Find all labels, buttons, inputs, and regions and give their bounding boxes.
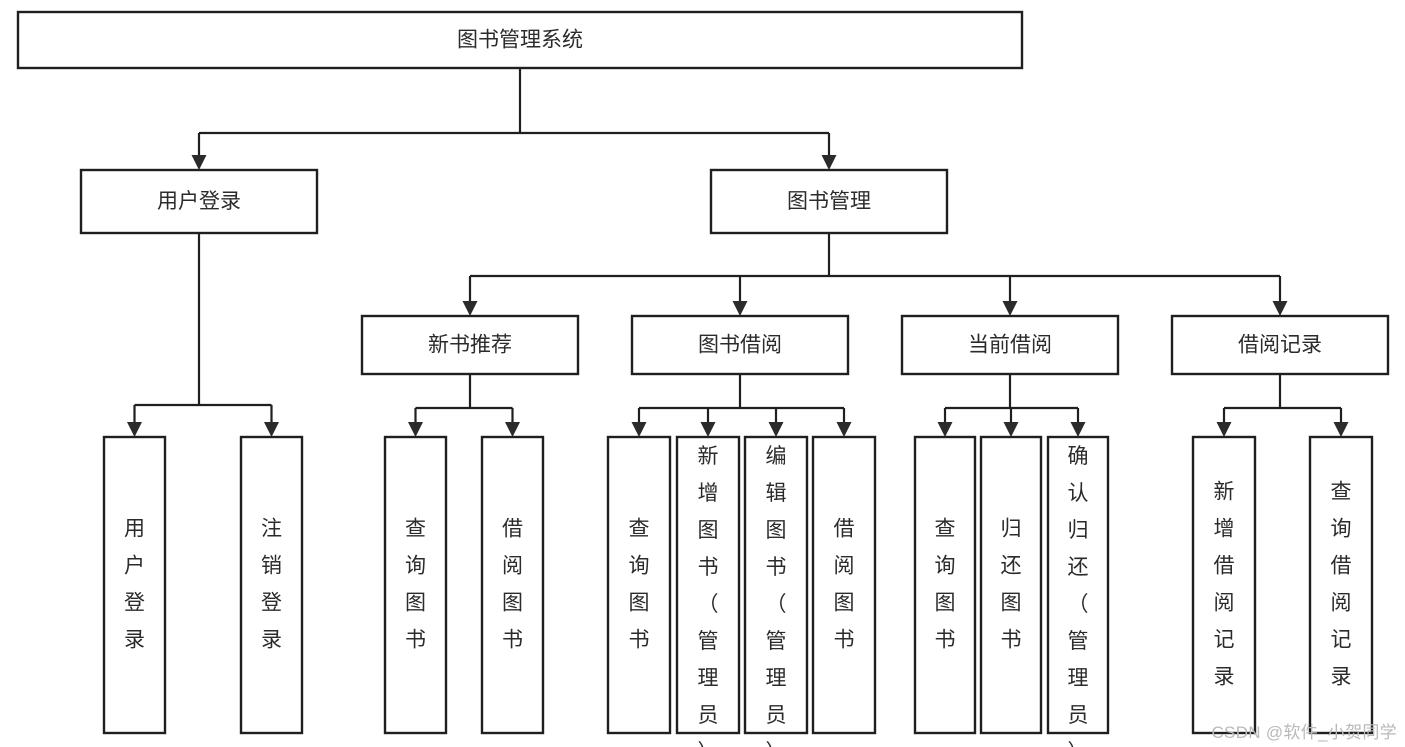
node-leaf-borrow_record-1-text: 查询借阅记录	[1331, 480, 1352, 688]
node-leaf-borrow_record-0[interactable]: 新增借阅记录	[1191, 435, 1257, 735]
connector-layer	[127, 68, 1349, 437]
node-level2-book_borrow[interactable]: 图书借阅	[630, 314, 850, 376]
node-leaf-book_borrow-3-text: 借阅图书	[834, 517, 855, 651]
node-leaf-current_borrow-0-text: 查询图书	[935, 517, 956, 651]
arrow-level2-0	[462, 301, 478, 316]
node-level2-new_book_recommend-outline	[360, 314, 580, 376]
arrow-book_borrow-1	[700, 422, 716, 437]
node-leaf-current_borrow-2-text: 确认归还（管理员）	[1068, 445, 1089, 747]
node-level2-borrow_record-text: 借阅记录	[1238, 334, 1322, 357]
node-leaf-book_borrow-3-outline	[811, 435, 877, 735]
node-leaf-book_borrow-3[interactable]: 借阅图书	[811, 435, 877, 735]
node-leaf-new_book_recommend-1-text: 借阅图书	[502, 517, 523, 651]
node-leaf-new_book_recommend-1[interactable]: 借阅图书	[480, 435, 545, 735]
node-leaf-user_login-0-outline	[102, 435, 167, 735]
arrow-level1-1	[821, 155, 837, 170]
arrow-book_borrow-0	[631, 422, 647, 437]
arrow-level2-2	[1002, 301, 1018, 316]
node-level2-new_book_recommend-text: 新书推荐	[428, 334, 512, 357]
node-leaf-new_book_recommend-0-text: 查询图书	[405, 517, 426, 651]
node-leaf-current_borrow-1[interactable]: 归还图书	[979, 435, 1043, 735]
node-root-text: 图书管理系统	[457, 29, 583, 52]
arrow-current_borrow-2	[1070, 422, 1086, 437]
node-leaf-book_borrow-1-outline	[675, 435, 741, 735]
node-level1-book_manage-text: 图书管理	[787, 190, 871, 213]
node-root-outline	[16, 10, 1024, 70]
node-leaf-book_borrow-2-text: 编辑图书（管理员）	[766, 445, 787, 747]
node-leaf-book_borrow-0-text: 查询图书	[629, 517, 650, 651]
node-leaf-current_borrow-2-outline	[1046, 435, 1110, 735]
node-leaf-book_borrow-0-outline	[606, 435, 672, 735]
node-leaf-current_borrow-0[interactable]: 查询图书	[913, 435, 977, 735]
arrow-user_login-1	[264, 422, 279, 437]
arrow-borrow_record-1	[1333, 422, 1349, 437]
node-level2-book_borrow-outline	[630, 314, 850, 376]
node-leaf-new_book_recommend-0-outline	[383, 435, 448, 735]
node-root[interactable]: 图书管理系统	[16, 10, 1024, 70]
node-leaf-user_login-1[interactable]: 注销登录	[239, 435, 304, 735]
node-leaf-book_borrow-1[interactable]: 新增图书（管理员）	[675, 435, 741, 747]
node-level1-user_login[interactable]: 用户登录	[79, 168, 319, 235]
node-level2-borrow_record-outline	[1170, 314, 1390, 376]
node-leaf-user_login-1-text: 注销登录	[261, 517, 282, 651]
node-leaf-borrow_record-0-outline	[1191, 435, 1257, 735]
node-level1-user_login-text: 用户登录	[157, 190, 241, 213]
arrow-new_book_recommend-0	[408, 422, 423, 437]
node-level2-borrow_record[interactable]: 借阅记录	[1170, 314, 1390, 376]
node-layer: 图书管理系统用户登录图书管理新书推荐图书借阅当前借阅借阅记录用户登录注销登录查询…	[16, 10, 1390, 747]
node-leaf-book_borrow-2-outline	[743, 435, 809, 735]
arrow-current_borrow-1	[1003, 422, 1019, 437]
arrow-user_login-0	[127, 422, 142, 437]
node-leaf-current_borrow-2[interactable]: 确认归还（管理员）	[1046, 435, 1110, 747]
node-leaf-user_login-0-text: 用户登录	[124, 517, 145, 651]
node-leaf-user_login-0[interactable]: 用户登录	[102, 435, 167, 735]
arrow-book_borrow-2	[768, 422, 784, 437]
node-level1-user_login-outline	[79, 168, 319, 235]
node-level1-book_manage[interactable]: 图书管理	[709, 168, 949, 235]
arrow-level2-1	[732, 301, 748, 316]
node-leaf-user_login-1-outline	[239, 435, 304, 735]
arrow-current_borrow-0	[937, 422, 953, 437]
node-leaf-borrow_record-0-text: 新增借阅记录	[1214, 480, 1235, 688]
node-leaf-new_book_recommend-1-outline	[480, 435, 545, 735]
arrow-new_book_recommend-1	[505, 422, 520, 437]
arrow-level1-0	[191, 155, 207, 170]
arrow-book_borrow-3	[836, 422, 852, 437]
node-leaf-book_borrow-0[interactable]: 查询图书	[606, 435, 672, 735]
node-leaf-new_book_recommend-0[interactable]: 查询图书	[383, 435, 448, 735]
node-level2-current_borrow[interactable]: 当前借阅	[900, 314, 1120, 376]
arrow-borrow_record-0	[1216, 422, 1232, 437]
arrow-level2-3	[1272, 301, 1288, 316]
node-leaf-book_borrow-1-text: 新增图书（管理员）	[698, 445, 719, 747]
node-level2-current_borrow-text: 当前借阅	[968, 334, 1052, 357]
node-level2-book_borrow-text: 图书借阅	[698, 334, 782, 357]
node-level1-book_manage-outline	[709, 168, 949, 235]
node-leaf-current_borrow-0-outline	[913, 435, 977, 735]
node-leaf-book_borrow-2[interactable]: 编辑图书（管理员）	[743, 435, 809, 747]
node-leaf-current_borrow-1-outline	[979, 435, 1043, 735]
node-leaf-borrow_record-1[interactable]: 查询借阅记录	[1308, 435, 1374, 735]
watermark-label: CSDN @软件_小贺同学	[1211, 723, 1397, 742]
node-level2-new_book_recommend[interactable]: 新书推荐	[360, 314, 580, 376]
node-leaf-borrow_record-1-outline	[1308, 435, 1374, 735]
node-leaf-current_borrow-1-text: 归还图书	[1001, 517, 1022, 651]
node-level2-current_borrow-outline	[900, 314, 1120, 376]
